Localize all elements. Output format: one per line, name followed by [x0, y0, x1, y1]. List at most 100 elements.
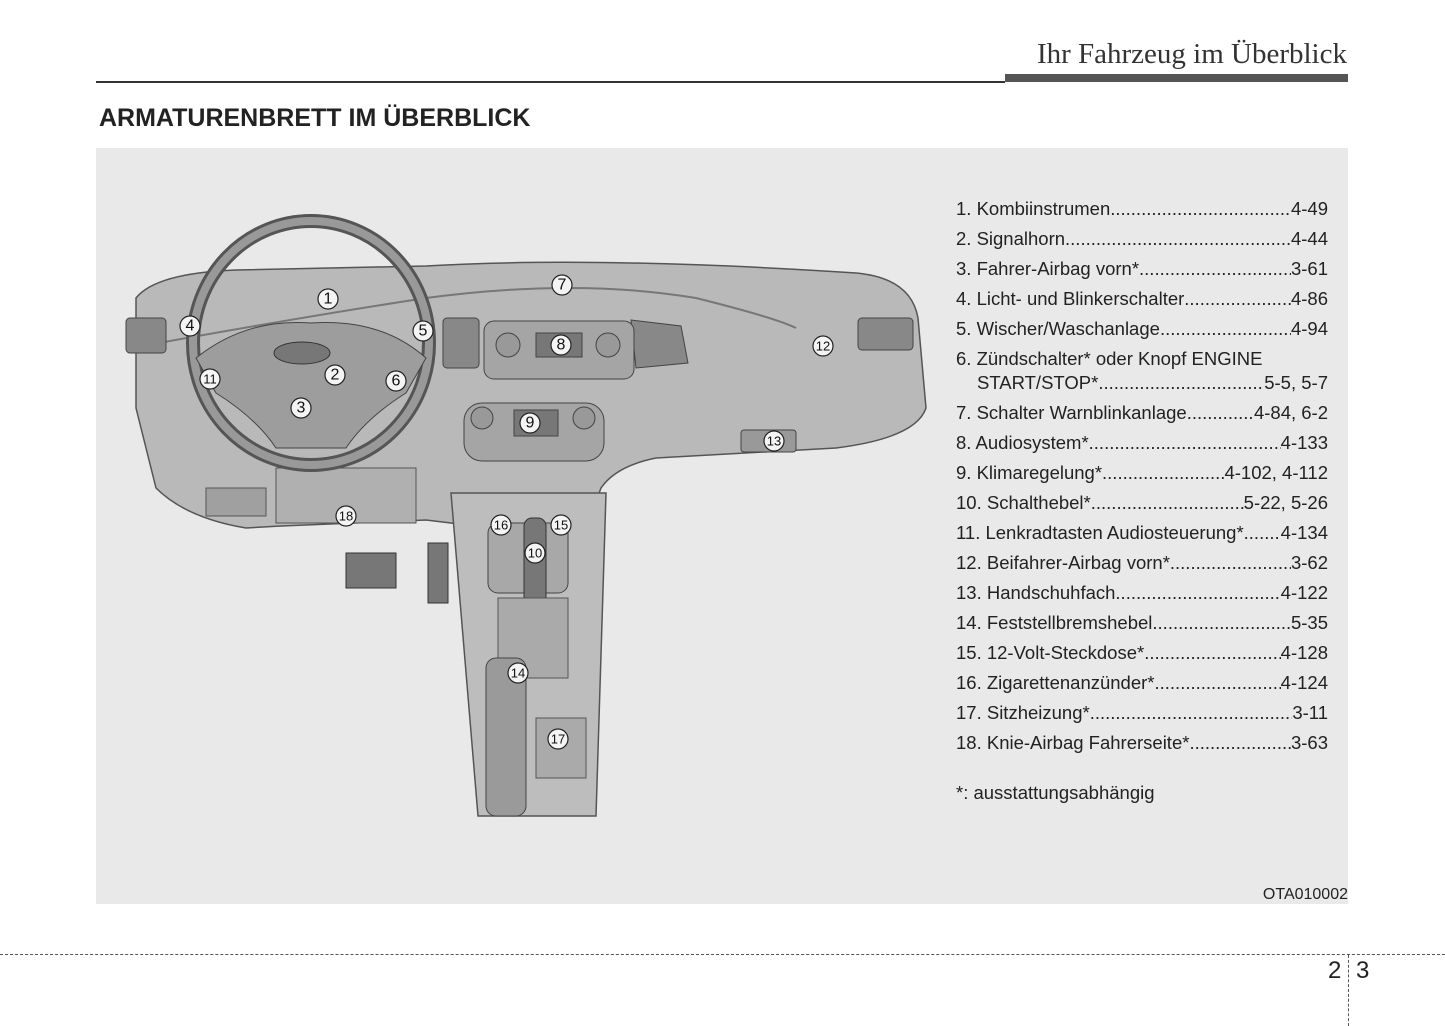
list-item: 17. Sitzheizung* 3-11 — [956, 702, 1328, 732]
item-label: 16. Zigarettenanzünder* — [956, 672, 1155, 693]
callout-10: 10 — [528, 546, 542, 561]
leader-dots — [1065, 228, 1291, 250]
header-bar — [1005, 74, 1348, 82]
list-item: 13. Handschuhfach 4-122 — [956, 582, 1328, 612]
callout-4: 4 — [186, 318, 195, 335]
leader-dots — [1091, 492, 1244, 514]
item-page-ref: 3-11 — [1292, 702, 1328, 723]
item-page-ref: 4-124 — [1280, 672, 1328, 693]
leader-dots — [1110, 198, 1291, 220]
item-page-ref: 4-134 — [1280, 522, 1328, 543]
list-item: 5. Wischer/Waschanlage 4-94 — [956, 318, 1328, 348]
item-page-ref: 5-22, 5-26 — [1243, 492, 1328, 513]
page-number-right: 3 — [1356, 957, 1370, 984]
callout-5: 5 — [419, 323, 428, 340]
list-item: 8. Audiosystem* 4-133 — [956, 432, 1328, 462]
item-page-ref: 3-61 — [1290, 258, 1328, 279]
list-item: 15. 12-Volt-Steckdose* 4-128 — [956, 642, 1328, 672]
leader-dots — [1152, 612, 1291, 634]
callout-14: 14 — [511, 666, 525, 681]
leader-dots — [1115, 582, 1280, 604]
item-label: 14. Feststellbremshebel — [956, 612, 1153, 633]
callout-11: 11 — [203, 372, 217, 387]
item-label: 1. Kombiinstrumen — [956, 198, 1111, 219]
leader-dots — [1155, 672, 1281, 694]
page-divider — [1348, 955, 1349, 1026]
item-label: 4. Licht- und Blinkerschalter — [956, 288, 1185, 309]
item-label-cont: START/STOP* — [977, 372, 1099, 393]
callout-12: 12 — [816, 339, 830, 354]
footnote: *: ausstattungsabhängig — [956, 782, 1155, 803]
item-page-ref: 4-84, 6-2 — [1253, 402, 1328, 423]
component-list: 1. Kombiinstrumen 4-492. Signalhorn4-443… — [956, 198, 1328, 804]
item-page-ref: 5-5, 5-7 — [1264, 372, 1328, 393]
callouts — [179, 274, 834, 750]
item-label: 18. Knie-Airbag Fahrerseite* — [956, 732, 1190, 753]
list-item: 14. Feststellbremshebel 5-35 — [956, 612, 1328, 642]
footer-rule — [0, 954, 1445, 955]
section-title: ARMATURENBRETT IM ÜBERBLICK — [99, 104, 531, 132]
item-page-ref: 4-128 — [1280, 642, 1328, 663]
item-label: 11. Lenkradtasten Audiosteuerung* — [956, 522, 1244, 543]
item-page-ref: 4-122 — [1280, 582, 1328, 603]
list-item: 4. Licht- und Blinkerschalter 4-86 — [956, 288, 1328, 318]
item-page-ref: 4-49 — [1290, 198, 1328, 219]
leader-dots — [1102, 462, 1224, 484]
callout-7: 7 — [558, 277, 567, 294]
callout-15: 15 — [554, 518, 568, 533]
item-page-ref: 5-35 — [1290, 612, 1328, 633]
figure-code: OTA010002 — [1262, 886, 1348, 903]
item-label: 9. Klimaregelung* — [956, 462, 1103, 483]
leader-dots — [1144, 642, 1280, 664]
item-label: 10. Schalthebel* — [956, 492, 1091, 513]
list-item: 1. Kombiinstrumen 4-49 — [956, 198, 1328, 228]
leader-dots — [1170, 552, 1291, 574]
callout-8: 8 — [557, 337, 566, 354]
item-label: 2. Signalhorn — [956, 228, 1066, 249]
item-page-ref: 4-102, 4-112 — [1224, 462, 1328, 483]
chapter-title: Ihr Fahrzeug im Überblick — [1036, 38, 1347, 70]
list-item: 3. Fahrer-Airbag vorn* 3-61 — [956, 258, 1328, 288]
item-page-ref: 4-86 — [1290, 288, 1328, 309]
callout-6: 6 — [392, 373, 401, 390]
item-label: 15. 12-Volt-Steckdose* — [956, 642, 1145, 663]
item-label: 8. Audiosystem* — [956, 432, 1089, 453]
list-item: 9. Klimaregelung* 4-102, 4-112 — [956, 462, 1328, 492]
item-label: 12. Beifahrer-Airbag vorn* — [956, 552, 1170, 573]
item-label: 3. Fahrer-Airbag vorn* — [956, 258, 1140, 279]
list-item: 16. Zigarettenanzünder* 4-124 — [956, 672, 1328, 702]
callout-1: 1 — [324, 291, 333, 308]
dashboard-illustration: 1 2 3 4 5 6 7 8 9 10 11 12 13 14 15 16 1… — [125, 214, 927, 817]
callout-3: 3 — [297, 400, 306, 417]
leader-dots — [1244, 522, 1281, 544]
item-page-ref: 4-94 — [1290, 318, 1328, 339]
leader-dots — [1160, 318, 1291, 340]
item-page-ref: 4-133 — [1280, 432, 1328, 453]
callout-9: 9 — [526, 415, 535, 432]
item-label: 13. Handschuhfach — [956, 582, 1116, 603]
header-rule — [96, 81, 1005, 83]
leader-dots — [1089, 432, 1281, 454]
callout-17: 17 — [551, 732, 565, 747]
list-item: 10. Schalthebel* 5-22, 5-26 — [956, 492, 1328, 522]
list-item: 18. Knie-Airbag Fahrerseite* 3-63 — [956, 732, 1328, 762]
leader-dots — [1090, 702, 1293, 724]
item-page-ref: 3-62 — [1290, 552, 1328, 573]
leader-dots — [1139, 258, 1291, 280]
item-label: 5. Wischer/Waschanlage — [956, 318, 1160, 339]
callout-13: 13 — [767, 434, 781, 449]
list-item: 12. Beifahrer-Airbag vorn* 3-62 — [956, 552, 1328, 582]
callout-2: 2 — [331, 367, 340, 384]
item-page-ref: 3-63 — [1290, 732, 1328, 753]
callout-18: 18 — [339, 509, 353, 524]
leader-dots — [1098, 372, 1264, 394]
figure-panel: 1 2 3 4 5 6 7 8 9 10 11 12 13 14 15 16 1… — [96, 148, 1348, 904]
list-item: 11. Lenkradtasten Audiosteuerung* 4-134 — [956, 522, 1328, 552]
leader-dots — [1184, 288, 1291, 310]
callout-16: 16 — [494, 518, 508, 533]
item-page-ref: 4-44 — [1290, 228, 1328, 249]
page-number-left: 2 — [1328, 957, 1342, 984]
leader-dots — [1187, 402, 1254, 424]
leader-dots — [1189, 732, 1291, 754]
